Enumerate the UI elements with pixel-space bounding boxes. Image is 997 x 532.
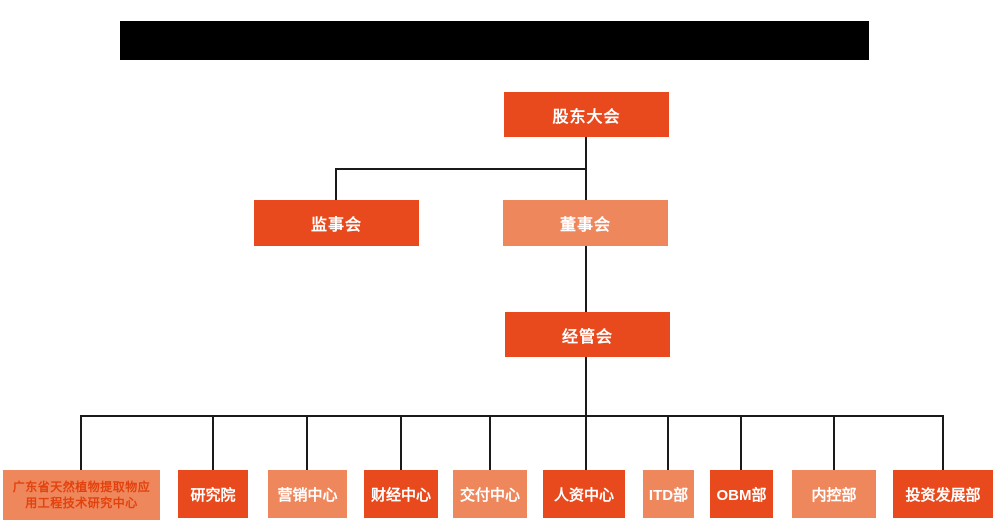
connector-dept-4-down	[400, 415, 402, 470]
node-board-of-directors: 董事会	[503, 200, 668, 246]
node-dept-obm: OBM部	[710, 470, 773, 518]
node-dept-delivery-center: 交付中心	[453, 470, 527, 518]
node-shareholders-meeting: 股东大会	[504, 92, 669, 137]
connector-dept-1-down	[80, 415, 82, 470]
connector-dept-10-down	[942, 415, 944, 470]
node-management-committee: 经管会	[505, 312, 670, 357]
node-supervisory-board: 监事会	[254, 200, 419, 246]
connector-directors-management	[585, 246, 587, 312]
redacted-title-bar	[120, 21, 869, 60]
connector-supervisory-down	[335, 168, 337, 200]
node-dept-finance-center: 财经中心	[364, 470, 438, 518]
node-dept-investment-development: 投资发展部	[893, 470, 993, 518]
connector-level2-horizontal	[335, 168, 587, 170]
connector-departments-horizontal	[80, 415, 944, 417]
connector-root-down	[585, 137, 587, 170]
connector-dept-2-down	[212, 415, 214, 470]
connector-dept-3-down	[306, 415, 308, 470]
node-dept-internal-control: 内控部	[792, 470, 876, 518]
connector-dept-5-down	[489, 415, 491, 470]
node-dept-research-institute: 研究院	[178, 470, 248, 518]
node-dept-guangdong-research-center: 广东省天然植物提取物应用工程技术研究中心	[3, 470, 160, 520]
node-dept-marketing-center: 营销中心	[268, 470, 347, 518]
node-dept-hr-center: 人资中心	[543, 470, 625, 518]
connector-dept-7-down	[667, 415, 669, 470]
node-dept-itd: ITD部	[643, 470, 694, 518]
connector-dept-8-down	[740, 415, 742, 470]
connector-management-down	[585, 357, 587, 416]
connector-dept-9-down	[833, 415, 835, 470]
connector-directors-down	[585, 168, 587, 200]
connector-dept-6-down	[585, 415, 587, 470]
